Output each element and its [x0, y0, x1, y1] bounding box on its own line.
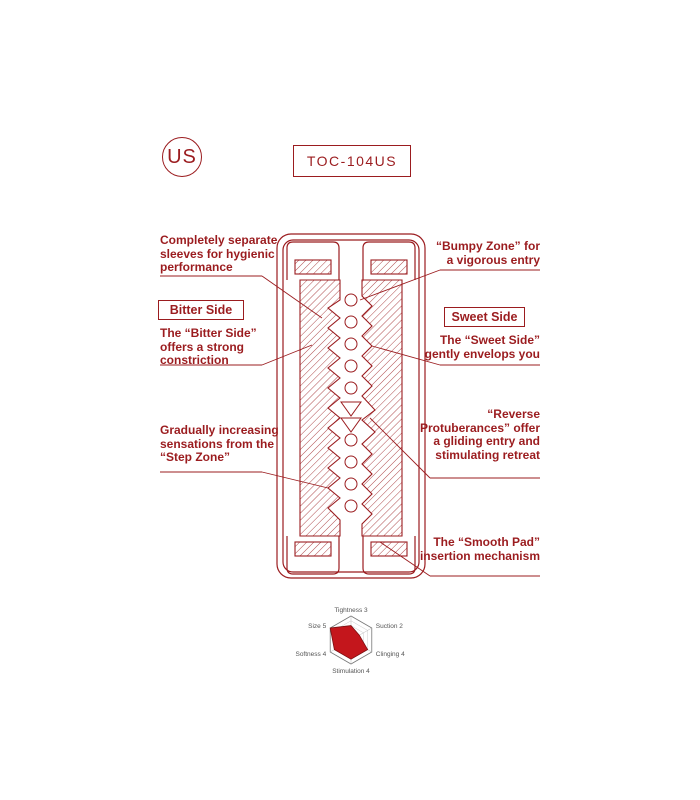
- callout-smooth-pad: The “Smooth Pad” insertion mechanism: [419, 535, 540, 563]
- callout-step-zone: Gradually increasing sensations from the…: [160, 423, 279, 464]
- outer-casing: [276, 233, 426, 579]
- region-badge: US: [162, 137, 202, 177]
- callout-bitter-side: The “Bitter Side” offers a strong constr…: [160, 326, 257, 367]
- bottom-left-cap: [286, 536, 340, 575]
- model-code: TOC-104US: [293, 145, 411, 177]
- callout-bumpy-zone: “Bumpy Zone” for a vigorous entry: [436, 239, 540, 267]
- radar-axis-label: Tightness 3: [334, 607, 368, 614]
- sweet-side-label: Sweet Side: [444, 307, 525, 327]
- radar-value-area: [329, 625, 369, 660]
- radar-axis-label: Stimulation 4: [332, 668, 370, 675]
- top-left-cap: [286, 241, 340, 280]
- inner-casing: [282, 239, 420, 573]
- radar-axis-label: Clinging 4: [376, 651, 405, 658]
- radar-axis-label: Suction 2: [376, 623, 403, 630]
- seal-bottom-right: [370, 541, 408, 557]
- callout-sleeves: Completely separate sleeves for hygienic…: [160, 233, 278, 274]
- radar-axis-label: Softness 4: [295, 651, 326, 658]
- bitter-side-label: Bitter Side: [158, 300, 244, 320]
- sleeve-right: [361, 279, 403, 537]
- radar-axis-label: Size 5: [308, 623, 326, 630]
- sleeve-left: [299, 279, 341, 537]
- callout-sweet-side: The “Sweet Side” gently envelops you: [424, 333, 540, 361]
- top-right-cap: [362, 241, 416, 280]
- seal-bottom-left: [294, 541, 332, 557]
- seal-top-left: [294, 259, 332, 275]
- bottom-right-cap: [362, 536, 416, 575]
- seal-top-right: [370, 259, 408, 275]
- callout-reverse-protuberances: “Reverse Protuberances” offer a gliding …: [419, 407, 540, 462]
